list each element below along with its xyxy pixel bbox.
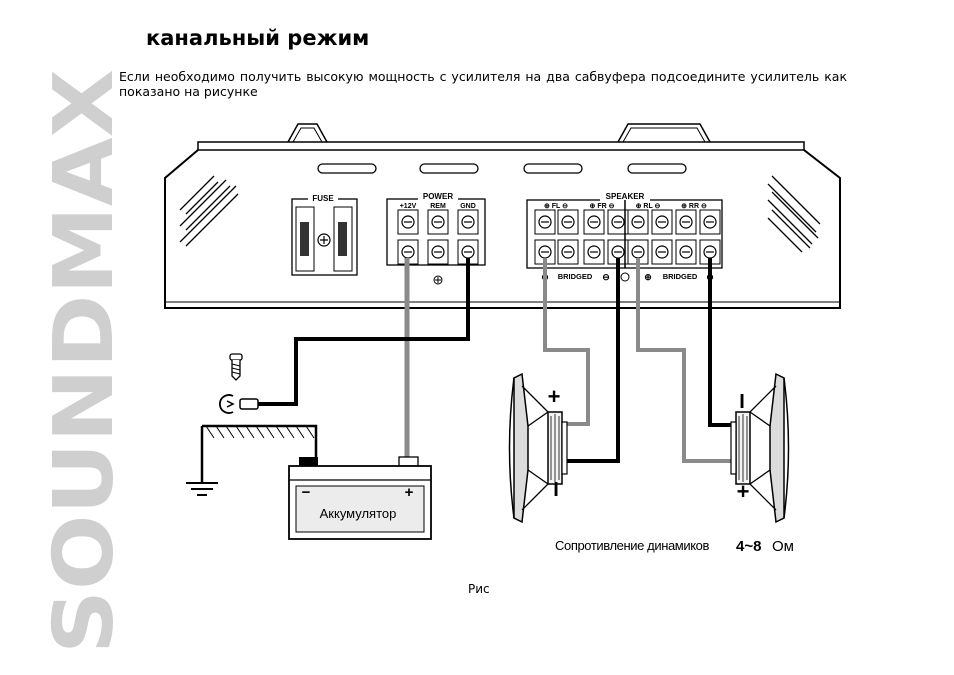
impedance-value: 4~8	[736, 538, 761, 555]
speaker-screw-top-2	[583, 209, 605, 235]
power-screw-top-1	[427, 209, 449, 235]
battery-plus: +	[405, 484, 414, 501]
power-socket-bottom-1	[427, 239, 449, 265]
speaker-channel-label-fl: ⊕ FL ⊖	[544, 203, 568, 210]
speaker-socket-bottom-7	[699, 239, 721, 265]
speaker-ground-screw-icon	[620, 272, 630, 282]
impedance-unit: Ом	[772, 538, 794, 555]
speaker-screw-top-7	[699, 209, 721, 235]
speaker-label: SPEAKER	[606, 192, 645, 201]
battery-minus: −	[302, 484, 311, 501]
speaker-channel-label-rr: ⊕ RR ⊖	[681, 203, 707, 210]
right-speaker-minus: I	[739, 391, 745, 413]
speaker-socket-bottom-5	[651, 239, 673, 265]
wire-rr-minus	[708, 258, 737, 427]
speaker-channel-label-rl: ⊕ RL ⊖	[636, 203, 661, 210]
right-subwoofer	[730, 372, 790, 524]
bolt-icon	[229, 353, 243, 381]
power-socket-bottom-0	[397, 239, 419, 265]
svg-text:⊕: ⊕	[644, 272, 652, 282]
speaker-screw-top-6	[675, 209, 697, 235]
wire-fr-minus	[565, 258, 620, 463]
speaker-screw-top-5	[651, 209, 673, 235]
speaker-socket-bottom-2	[583, 239, 605, 265]
speaker-socket-bottom-6	[675, 239, 697, 265]
power-terminal-12v: +12V	[400, 203, 417, 210]
battery-label: Аккумулятор	[320, 506, 397, 521]
wire-fl-plus	[543, 258, 590, 426]
power-terminal-gnd: GND	[460, 203, 476, 210]
battery: − + Аккумулятор	[288, 456, 432, 540]
wire-gnd	[255, 258, 470, 406]
soundmax-logo: SOUNDMAX	[40, 69, 130, 654]
intro-paragraph: Если необходимо получить высокую мощност…	[119, 69, 847, 99]
bridged-label-left: BRIDGED	[558, 272, 593, 281]
page-title: канальный режим	[146, 26, 370, 50]
speaker-channel-label-fr: ⊕ FR ⊖	[590, 203, 615, 210]
amplifier	[164, 123, 841, 309]
ground-connection	[186, 353, 318, 496]
figure-caption: Рис	[468, 582, 490, 596]
power-label: POWER	[423, 192, 453, 201]
speaker-socket-bottom-1	[557, 239, 579, 265]
power-socket-bottom-2	[457, 239, 479, 265]
brand-logo-text: SOUNDMAX	[40, 69, 130, 654]
power-screw-top-2	[457, 209, 479, 235]
speaker-socket-bottom-3	[607, 239, 629, 265]
svg-text:⊖: ⊖	[602, 272, 610, 282]
speaker-screw-top-4	[627, 209, 649, 235]
power-terminal-rem: REM	[430, 203, 446, 210]
bridged-label-right: BRIDGED	[663, 272, 698, 281]
fuse-label: FUSE	[312, 194, 334, 203]
fuse-block: FUSE	[291, 193, 358, 276]
speaker-screw-top-0	[534, 209, 556, 235]
wires	[255, 258, 737, 463]
left-speaker-minus: I	[553, 479, 559, 501]
left-speaker-plus: +	[548, 384, 561, 409]
earth-ground-icon	[186, 426, 218, 496]
speaker-socket-bottom-4	[627, 239, 649, 265]
power-screw-top-0	[397, 209, 419, 235]
ring-terminal-icon	[219, 394, 259, 414]
speaker-terminal-block: SPEAKER ⊕ FL ⊖ ⊕ FR ⊖ ⊕ RL ⊖ ⊕ RR ⊖ BRIDGED…	[526, 191, 723, 282]
speaker-screw-top-1	[557, 209, 579, 235]
wire-rl-plus	[636, 258, 737, 463]
left-subwoofer	[508, 372, 568, 524]
impedance-label: Сопротивление динамиков	[555, 538, 709, 553]
right-speaker-plus: +	[737, 479, 750, 504]
power-terminal-block: POWER +12V REM GND	[386, 191, 486, 285]
